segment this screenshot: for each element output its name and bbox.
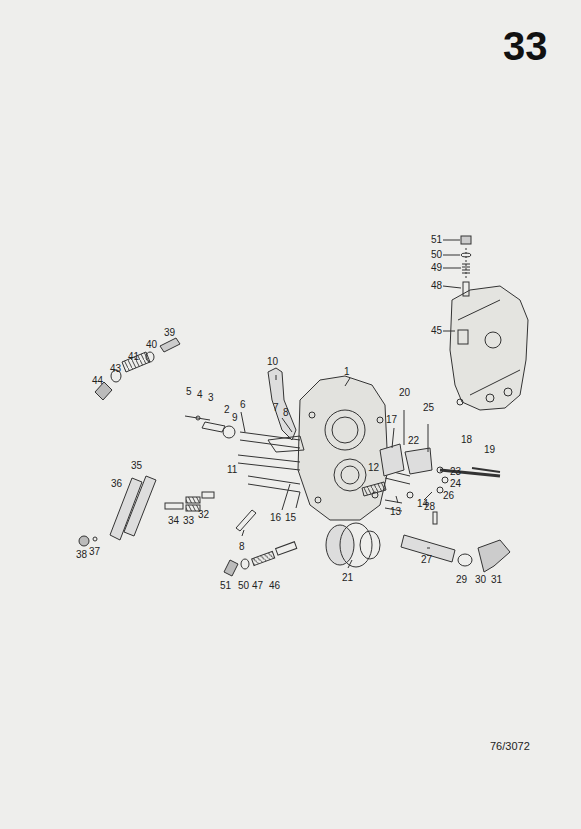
- callout-number: 45: [430, 326, 443, 336]
- callout-number: 40: [145, 340, 158, 350]
- callout-number: 25: [422, 403, 435, 413]
- callout-number: 13: [389, 507, 402, 517]
- callout-number: 31: [490, 575, 503, 585]
- callout-number: 39: [163, 328, 176, 338]
- callout-number: 23: [449, 467, 462, 477]
- callout-number: 21: [341, 573, 354, 583]
- callout-number: 33: [182, 516, 195, 526]
- callout-number: 7: [272, 403, 280, 413]
- figure-number: 76/3072: [490, 741, 530, 752]
- callout-number: 51: [430, 235, 443, 245]
- callout-number: 20: [398, 388, 411, 398]
- callout-number: 4: [196, 390, 204, 400]
- callout-number: 1: [343, 367, 351, 377]
- callout-number: 18: [460, 435, 473, 445]
- callout-number: 34: [167, 516, 180, 526]
- callout-number: 36: [110, 479, 123, 489]
- callout-number: 24: [449, 479, 462, 489]
- callout-number: 37: [88, 547, 101, 557]
- callout-number: 27: [420, 555, 433, 565]
- callout-number: 50: [237, 581, 250, 591]
- callout-number: 17: [385, 415, 398, 425]
- callout-number: 15: [284, 513, 297, 523]
- callout-number: 5: [185, 387, 193, 397]
- callout-number: 26: [442, 491, 455, 501]
- callout-number: 50: [430, 250, 443, 260]
- callout-number: 9: [231, 413, 239, 423]
- callout-number: 46: [268, 581, 281, 591]
- callout-number: 44: [91, 376, 104, 386]
- callout-number: 6: [239, 400, 247, 410]
- callout-number: 12: [367, 463, 380, 473]
- callout-number: 29: [455, 575, 468, 585]
- callout-number: 38: [75, 550, 88, 560]
- callout-number: 43: [109, 364, 122, 374]
- callout-number: 11: [226, 465, 238, 475]
- callout-number: 48: [430, 281, 443, 291]
- callout-number: 8: [238, 542, 246, 552]
- callout-number: 16: [269, 513, 282, 523]
- callout-number: 2: [223, 405, 231, 415]
- callout-number: 3: [207, 393, 215, 403]
- callout-number: 49: [430, 263, 443, 273]
- callout-number: 35: [130, 461, 143, 471]
- callout-number: 32: [197, 510, 210, 520]
- callout-number: 30: [474, 575, 487, 585]
- callout-number: 8: [282, 408, 290, 418]
- callout-number: 19: [483, 445, 496, 455]
- callout-number: 10: [266, 357, 279, 367]
- callout-number: 28: [423, 502, 436, 512]
- callout-number: 41: [127, 352, 140, 362]
- callout-number: 22: [407, 436, 420, 446]
- callout-number: 47: [251, 581, 264, 591]
- page-number: 33: [503, 26, 548, 66]
- callout-number: 51: [219, 581, 232, 591]
